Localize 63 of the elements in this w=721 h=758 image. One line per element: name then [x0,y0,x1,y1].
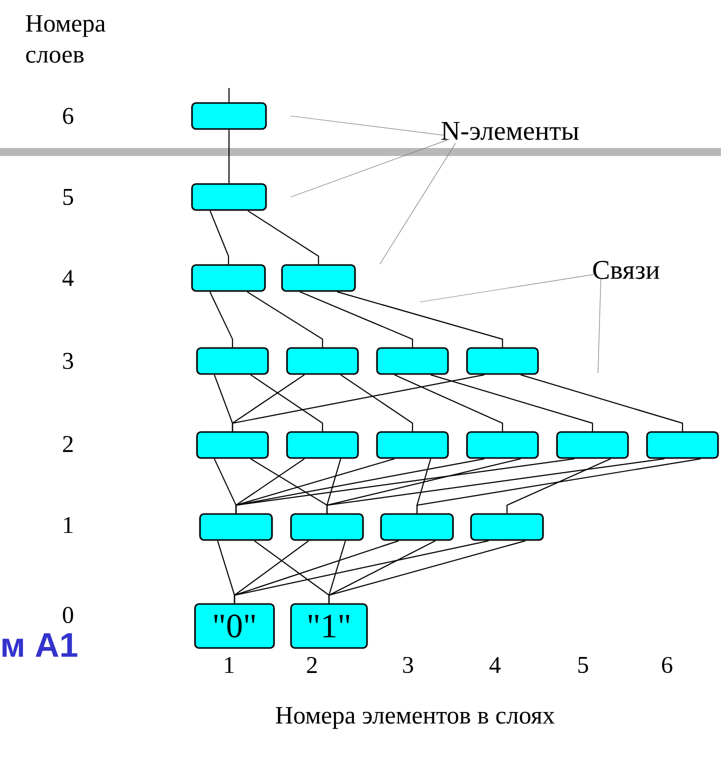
connector-line [340,374,414,432]
element-box [286,431,359,459]
element-box [646,431,719,459]
axis-number: 1 [225,657,234,673]
connector-line [234,540,489,604]
leader-line [290,116,444,136]
input-box: "1" [290,603,368,649]
input-box: "0" [194,603,275,649]
element-box [196,431,269,459]
connector-line [506,458,611,514]
element-box [290,513,364,541]
element-box [556,431,629,459]
connector-line [209,292,234,348]
connector-line [520,374,684,432]
slide-label: м A1 [2,633,78,657]
element-box [380,513,454,541]
leader-line [420,274,596,302]
axis-number: 3 [63,352,74,370]
leader-line [380,142,456,264]
axis-number: 6 [662,656,672,674]
element-box [199,513,273,541]
input-line [228,88,230,102]
connector-line [232,374,484,432]
axis-number: 0 [62,606,74,624]
element-box [470,513,544,541]
element-box [191,102,267,130]
axis-number: 2 [307,657,317,673]
axis-title: Номера элементов в слоях [276,707,555,729]
connector-line [210,210,230,264]
connector-line [250,374,324,432]
axis-number: 4 [489,657,501,673]
axis-number: 2 [63,436,73,452]
element-box [376,431,449,459]
connector-line [228,130,230,184]
element-box [286,347,359,375]
connector-line [416,458,701,514]
axis-title: Номера слоев [26,15,106,63]
element-box [466,431,539,459]
axis-number: 6 [63,108,74,124]
leader-line [290,138,450,198]
connector-line [246,291,324,348]
axis-number: 4 [62,270,74,286]
axis-number: 1 [64,517,73,533]
callout-label: Связи [593,260,660,280]
connector-line [328,540,526,604]
element-box [191,183,267,211]
connector-line [394,374,504,432]
callout-label: N-элементы [442,122,579,140]
connector-line [248,210,320,264]
axis-number: 5 [578,657,588,673]
connector-line [300,291,414,348]
element-box [281,264,356,292]
element-box [466,347,539,375]
element-box [376,347,449,375]
axis-number: 3 [403,656,414,674]
element-box [191,264,266,292]
leader-line [598,278,602,374]
connector-line [337,291,504,348]
element-box [196,347,269,375]
axis-number: 5 [63,189,74,205]
connector-line [235,458,574,514]
connector-line [430,374,594,432]
connector-line [326,458,664,514]
